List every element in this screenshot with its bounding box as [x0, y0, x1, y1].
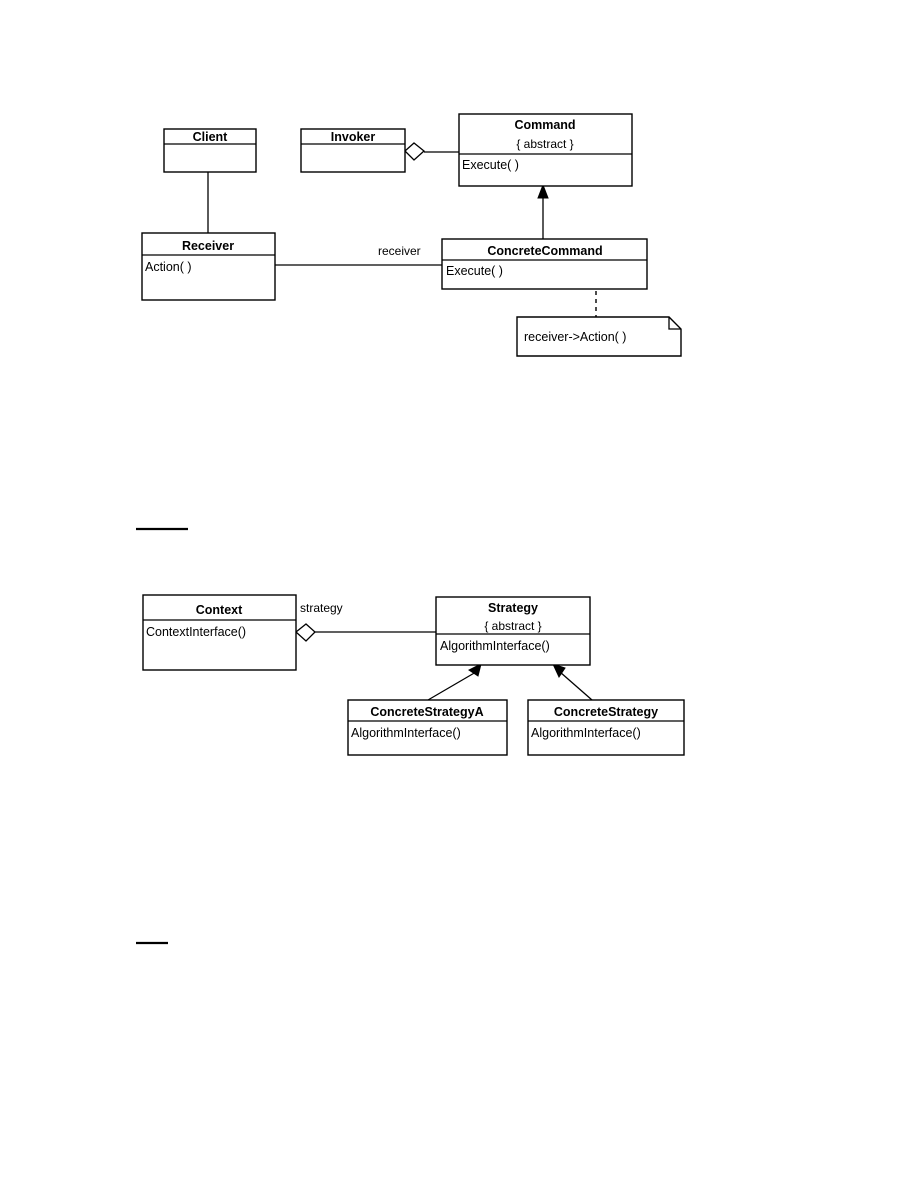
class-box-client[interactable]: Client — [163, 128, 257, 173]
class-box-strategy-frame — [435, 596, 591, 666]
class-box-context[interactable]: Context ContextInterface() — [142, 594, 297, 671]
note-frame — [516, 316, 682, 357]
class-member-concrete-command-execute: Execute( ) — [446, 264, 503, 278]
note-fold-corner — [668, 317, 681, 330]
strategy-pattern-diagram: Context ContextInterface() Strategy { ab… — [0, 560, 918, 780]
class-title-concrete-strategy-b: ConcreteStrategy — [554, 705, 658, 719]
class-box-concrete-strategy-b-frame — [527, 699, 685, 756]
class-box-receiver[interactable]: Receiver Action( ) — [141, 232, 276, 301]
class-title-invoker: Invoker — [331, 130, 376, 144]
aggregation-diamond-invoker — [404, 142, 426, 161]
class-stereotype-command: { abstract } — [516, 137, 573, 151]
class-box-context-frame — [142, 594, 297, 671]
class-box-concrete-strategy-a-frame — [347, 699, 508, 756]
horizontal-rule-lower-wrap — [0, 932, 918, 954]
class-title-concrete-command: ConcreteCommand — [487, 244, 602, 258]
class-box-invoker[interactable]: Invoker — [300, 128, 406, 173]
generalization-arrowhead-a — [468, 663, 482, 677]
aggregation-diamond-context — [294, 623, 316, 642]
command-pattern-diagram: Client Invoker Command { abstract } Exec… — [0, 0, 918, 400]
note-body-text: receiver->Action( ) — [524, 330, 626, 344]
class-member-strategy-algorithm: AlgorithmInterface() — [440, 639, 550, 653]
class-box-command[interactable]: Command { abstract } Execute( ) — [458, 113, 633, 187]
edge-label-strategy: strategy — [300, 601, 343, 615]
class-title-strategy: Strategy — [488, 601, 538, 615]
class-box-concrete-strategy-b[interactable]: ConcreteStrategy AlgorithmInterface() — [527, 699, 685, 756]
class-box-concrete-strategy-a[interactable]: ConcreteStrategyA AlgorithmInterface() — [347, 699, 508, 756]
class-box-concrete-command-frame — [441, 238, 648, 290]
class-member-concrete-strategy-b-algorithm: AlgorithmInterface() — [531, 726, 641, 740]
edge-label-receiver: receiver — [378, 244, 421, 258]
class-title-client: Client — [193, 130, 229, 144]
generalization-arrowhead-b — [552, 663, 566, 679]
class-stereotype-strategy: { abstract } — [484, 619, 541, 633]
class-title-context: Context — [196, 603, 243, 617]
horizontal-rule-upper-wrap — [0, 518, 918, 540]
class-box-concrete-command[interactable]: ConcreteCommand Execute( ) — [441, 238, 648, 290]
class-box-client-frame — [163, 128, 257, 173]
class-box-receiver-frame — [141, 232, 276, 301]
class-box-strategy[interactable]: Strategy { abstract } AlgorithmInterface… — [435, 596, 591, 666]
class-box-invoker-frame — [300, 128, 406, 173]
class-member-context-interface: ContextInterface() — [146, 625, 246, 639]
generalization-arrowhead-command — [537, 183, 549, 199]
note-receiver-action[interactable]: receiver->Action( ) — [516, 316, 682, 357]
class-title-command: Command — [514, 118, 575, 132]
generalization-concretestrategyb-line — [559, 671, 593, 701]
class-member-command-execute: Execute( ) — [462, 158, 519, 172]
class-box-command-frame — [458, 113, 633, 187]
class-member-receiver-action: Action( ) — [145, 260, 192, 274]
class-title-receiver: Receiver — [182, 239, 234, 253]
class-title-concrete-strategy-a: ConcreteStrategyA — [370, 705, 483, 719]
class-member-concrete-strategy-a-algorithm: AlgorithmInterface() — [351, 726, 461, 740]
generalization-concretestrategya-line — [427, 671, 477, 701]
